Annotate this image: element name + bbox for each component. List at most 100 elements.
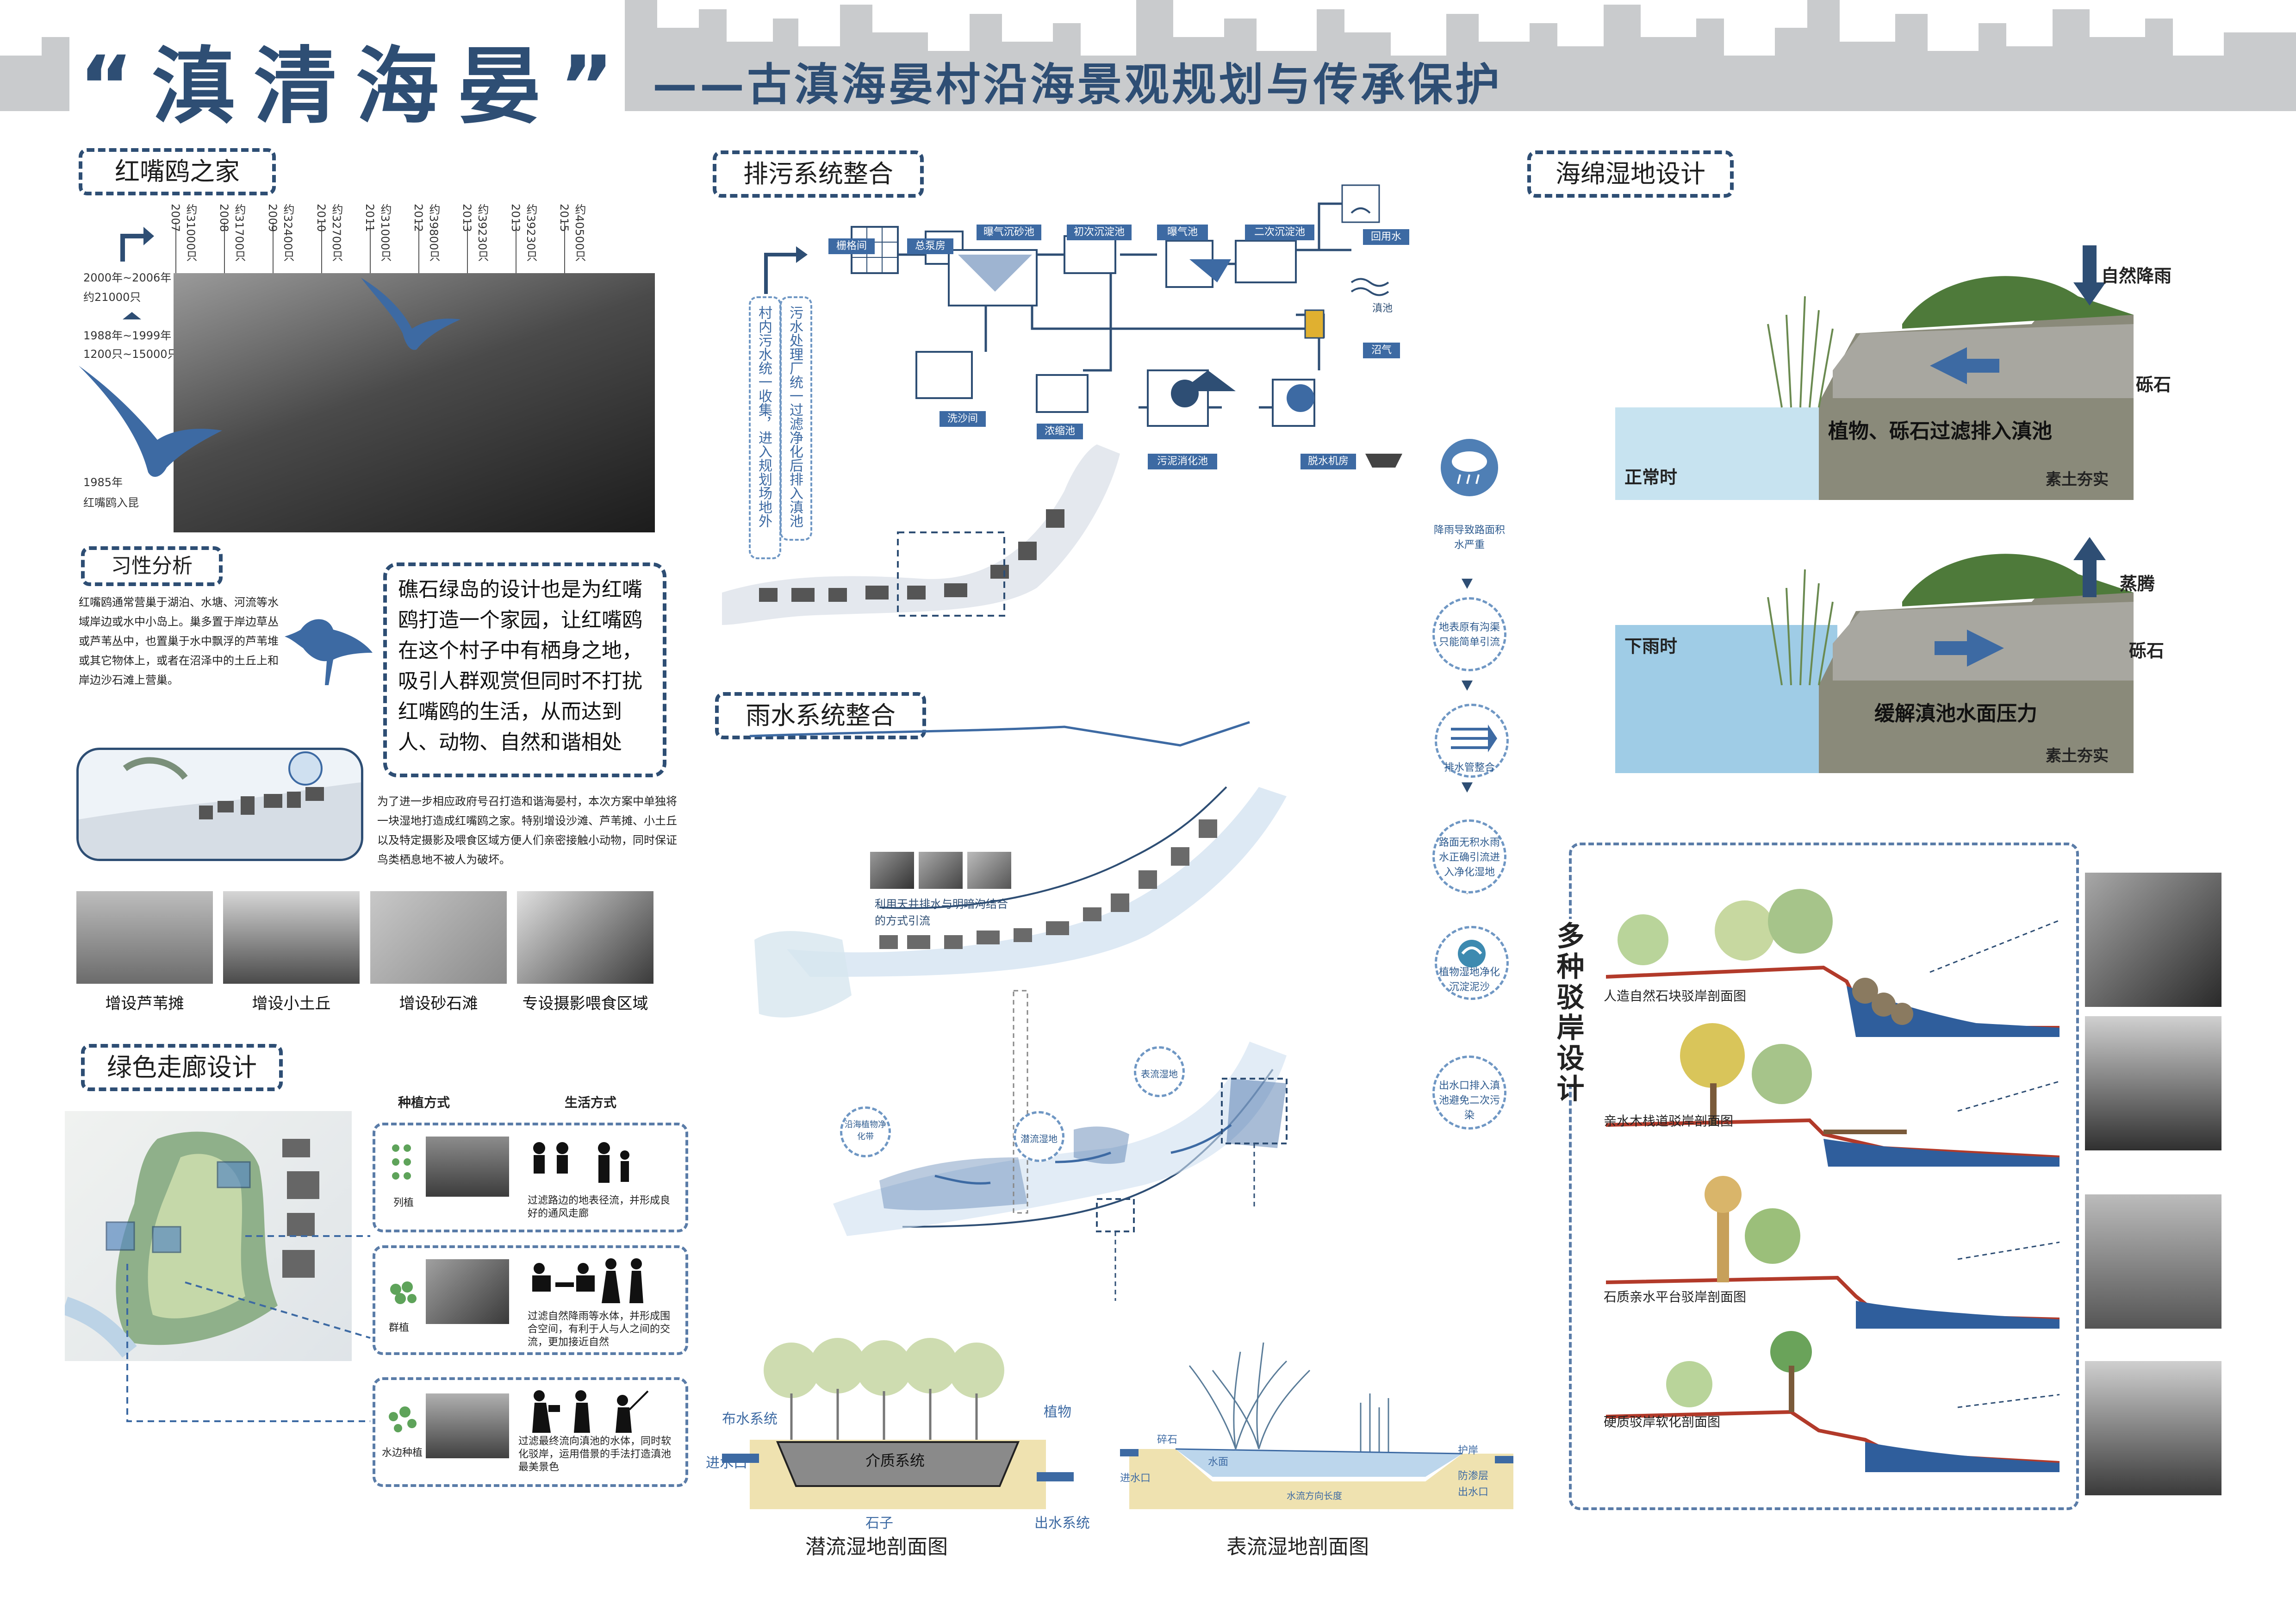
people-photographing-icon	[532, 1390, 649, 1433]
group-planting-label: 群植	[389, 1322, 410, 1334]
timeline-count-7: 约39230只	[476, 204, 489, 262]
timeline-count-8: 约39230只	[524, 204, 537, 262]
sub-label-inlet: 进水口	[706, 1455, 747, 1471]
timeline-note-1988-count: 1200只~15000只	[83, 348, 179, 361]
page-subtitle: ——古滇海晏村沿海景观规划与传承保护	[653, 59, 1502, 111]
corridor-row-2	[373, 1245, 688, 1355]
rain-step-3-node	[1435, 704, 1509, 778]
sponge-label-evaporation: 蒸腾	[2120, 574, 2155, 594]
drain-photo-1	[870, 852, 914, 889]
sponge-normal-soil: 素土夯实	[2046, 470, 2109, 489]
rain-step-6: 出水口排入滇池避免二次污染	[1432, 1056, 1506, 1130]
turn-arrow-icon	[120, 227, 154, 262]
surf-label-liner: 防渗层	[1458, 1470, 1489, 1482]
tag-biogas: 沼气	[1363, 343, 1400, 358]
sub-label-media: 介质系统	[865, 1452, 925, 1469]
tag-aeration-tank: 曝气池	[1157, 225, 1208, 240]
gull-silhouette-icon	[79, 366, 222, 477]
sponge-label-gravel-2: 砾石	[2129, 641, 2165, 661]
timeline-count-3: 约32400只	[281, 204, 294, 262]
rain-cloud-node	[1439, 437, 1500, 498]
revetment-type-2: 亲水木栈道驳岸剖面图	[1604, 1113, 1734, 1129]
reed-caption: 增设芦苇摊	[105, 994, 184, 1013]
timeline-count-6: 约39800只	[427, 204, 440, 262]
revetment-type-1: 人造自然石块驳岸剖面图	[1604, 988, 1747, 1004]
timeline-count-5: 约31000只	[379, 204, 392, 262]
tag-digester: 污泥消化池	[1148, 454, 1217, 469]
mound-photo	[223, 891, 360, 984]
subsurface-wetland-section	[722, 1338, 1074, 1509]
corridor-col-life: 生活方式	[565, 1095, 617, 1110]
skyline-background	[0, 0, 2296, 111]
surf-label-bank: 护岸	[1458, 1445, 1479, 1456]
timeline-count-4: 约32700只	[330, 204, 343, 262]
waterside-planting-label: 水边种植	[382, 1447, 423, 1459]
rain-step-2: 地表原有沟渠只能简单引流	[1432, 597, 1506, 671]
timeline-year-1: 2007	[169, 204, 182, 232]
row-planting-label: 列植	[393, 1197, 414, 1209]
surf-section-title: 表流湿地剖面图	[1226, 1535, 1369, 1559]
timeline-year-9: 2015	[558, 204, 571, 232]
revetment-type-4: 硬质驳岸软化剖面图	[1604, 1414, 1721, 1430]
row-planting-icon	[392, 1144, 411, 1180]
gravel-caption: 增设砂石滩	[399, 994, 478, 1013]
revetment-type-3: 石质亲水平台驳岸剖面图	[1604, 1289, 1747, 1305]
sponge-normal-diagram	[1615, 245, 2134, 500]
sewage-collect-text: 村内污水统一收集，进入规划场地外	[756, 306, 772, 528]
timeline-note-1985: 1985年	[83, 476, 123, 489]
timeline-count-9: 约40500只	[573, 204, 586, 262]
label-surface-wetland: 表流湿地	[1134, 1046, 1185, 1097]
waterside-planting-text: 过滤最终流向滇池的水体，同时软化驳岸，运用借景的手法打造滇池最美景色	[518, 1436, 672, 1473]
reed-photo	[76, 891, 213, 984]
page-title: “滇清海晏”	[79, 38, 633, 135]
group-trees-photo	[426, 1259, 509, 1324]
tag-dewater: 脱水机房	[1300, 454, 1356, 469]
surf-label-inlet: 进水口	[1120, 1473, 1151, 1484]
gull-island-map	[76, 748, 363, 861]
rain-step-5-node	[1435, 926, 1509, 1000]
section-label-habits: 习性分析	[81, 546, 223, 586]
drain-photo-2	[919, 852, 963, 889]
row-trees-photo	[426, 1137, 509, 1197]
waterside-planting-icon	[389, 1406, 417, 1432]
tag-screen-room: 栅格间	[828, 238, 875, 254]
sponge-rain-soil: 素土夯实	[2046, 747, 2109, 765]
tag-sand-wash: 洗沙间	[940, 411, 986, 427]
timeline-note-1985-label: 红嘴鸥入昆	[83, 496, 139, 509]
tag-pump-room: 总泵房	[907, 238, 953, 254]
sponge-label-rainfall: 自然降雨	[2101, 266, 2172, 286]
rain-step-3: 排水管整合	[1444, 762, 1495, 774]
revetment-frame	[1569, 843, 2079, 1510]
wetland-plant-icon	[1458, 940, 1486, 968]
sewage-treat-text: 污水处理厂统一过滤净化后排入滇池	[787, 306, 803, 528]
sub-section-title: 潜流湿地剖面图	[805, 1535, 948, 1559]
revetment-sections	[1606, 889, 2060, 1472]
sub-label-stone: 石子	[865, 1515, 893, 1531]
section-label-rain: 雨水系统整合	[715, 692, 926, 739]
timeline-count-2: 约31700只	[233, 204, 246, 262]
surf-label-outlet: 出水口	[1458, 1487, 1489, 1498]
timeline-year-3: 2009	[266, 204, 279, 232]
label-subsurface-wetland: 潜流湿地	[1014, 1111, 1064, 1162]
timeline-year-4: 2010	[315, 204, 328, 232]
tag-primary-settling: 初次沉淀池	[1067, 225, 1132, 240]
tag-secondary-settling: 二次沉淀池	[1245, 225, 1314, 240]
section-label-gull-home: 红嘴鸥之家	[79, 148, 276, 195]
timeline-year-5: 2011	[363, 204, 376, 232]
sewage-village-map	[722, 444, 1120, 625]
corridor-aerial-drawing	[65, 1131, 319, 1358]
sewage-treat-box	[780, 296, 812, 541]
section-label-sponge: 海绵湿地设计	[1527, 150, 1734, 198]
policy-description: 为了进一步相应政府号召打造和谐海晏村，本次方案中单独将一块湿地打造成红嘴鸥之家。…	[377, 795, 677, 866]
gull-flock-photo	[174, 273, 655, 532]
rain-step-1: 降雨导致路面积水严重	[1433, 525, 1505, 551]
row-planting-text: 过滤路边的地表径流，并形成良好的通风走廊	[528, 1195, 671, 1219]
corridor-col-planting: 种植方式	[398, 1095, 450, 1110]
corridor-leader-lines	[126, 1235, 371, 1422]
habits-description: 红嘴鸥通常营巢于湖泊、水塘、河流等水域岸边或水中小岛上。巢多置于岸边草丛或芦苇丛…	[79, 596, 279, 687]
photo-area-caption: 专设摄影喂食区域	[522, 994, 648, 1013]
surface-wetland-section	[1120, 1342, 1513, 1509]
tag-dianchi: 滇池	[1372, 303, 1393, 314]
sponge-label-gravel-1: 砾石	[2136, 375, 2172, 395]
timeline-year-2: 2008	[218, 204, 230, 232]
